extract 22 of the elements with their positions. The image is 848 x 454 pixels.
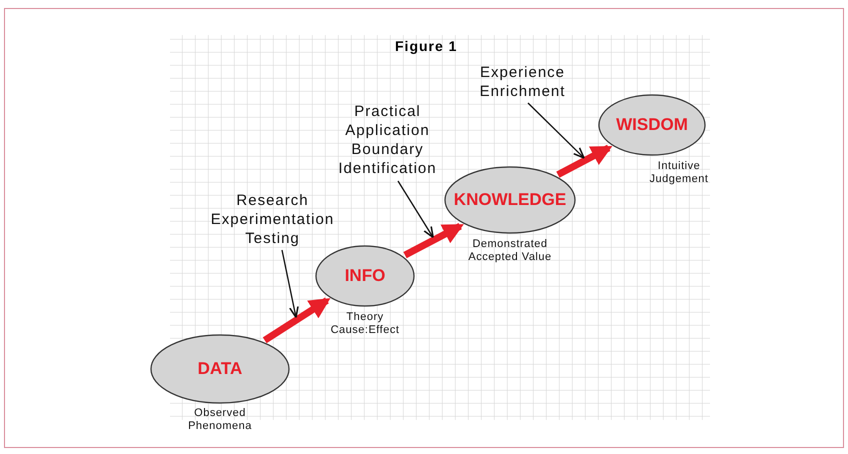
stage-label: DATA [198, 359, 242, 379]
stage-label: INFO [344, 266, 386, 286]
caption-text: Intuitive Judgement [648, 160, 710, 186]
leader-line [281, 250, 299, 318]
stage-ellipse [598, 94, 706, 156]
arrow [556, 144, 612, 178]
caption-text: Observed Phenomena [187, 407, 253, 433]
leader-line [528, 102, 585, 159]
arrow [262, 297, 330, 344]
annotation-text: Research Experimentation Testing [210, 190, 336, 248]
stage-ellipse [444, 166, 576, 234]
leader-line [397, 180, 434, 238]
annotation-text: Practical Application Boundary Identification [337, 102, 438, 178]
stage-ellipse [315, 245, 415, 307]
stage-ellipse [150, 334, 290, 404]
stage-label: WISDOM [616, 115, 688, 135]
caption-text: Demonstrated Accepted Value [467, 238, 553, 264]
annotation-text: Experience Enrichment [478, 63, 566, 101]
caption-text: Theory Cause:Effect [330, 311, 400, 337]
stage-label: KNOWLEDGE [454, 190, 566, 210]
arrow [403, 223, 464, 258]
figure-title: Figure 1 [395, 38, 458, 54]
